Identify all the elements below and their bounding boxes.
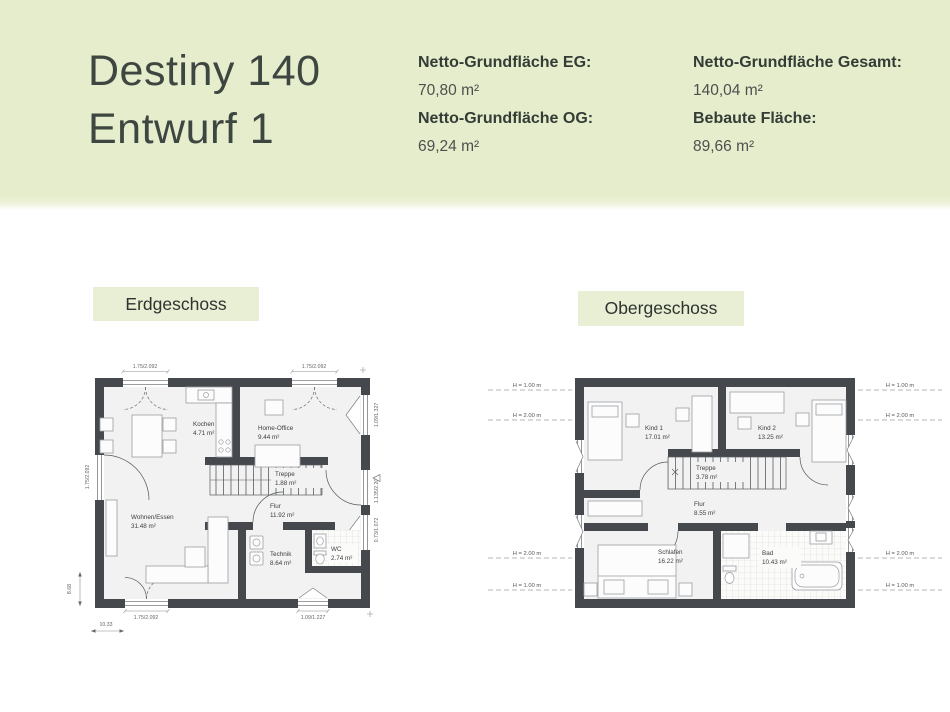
hmark-right-3: H = 2.00 m xyxy=(886,551,915,557)
room-label-schlafen: Schlafen xyxy=(658,549,683,556)
dim-eg-top-right: 1.75/2.092 xyxy=(302,364,327,370)
room-area-flur-eg: 11.92 m² xyxy=(270,512,294,519)
room-label-treppe-og: Treppe xyxy=(696,465,716,472)
stats-column-right: Netto-Grundfläche Gesamt: 140,04 m² Beba… xyxy=(693,52,950,164)
eg-dimensions: 1.75/2.092 1.75/2.092 1.09/1.327 0.73/1.… xyxy=(67,364,381,633)
og-room-labels: Kind 1 17.01 m² Kind 2 13.25 m² Treppe 3… xyxy=(645,425,801,568)
dim-eg-right-mid: 1.135/2.20 xyxy=(374,479,380,504)
room-label-bad: Bad xyxy=(762,550,774,557)
room-label-treppe-eg: Treppe xyxy=(275,471,295,478)
page-title-line1: Destiny 140 xyxy=(88,47,321,95)
room-area-kochen: 4.71 m² xyxy=(193,430,214,437)
dim-eg-bottom-door: 1.75/2.092 xyxy=(134,615,159,621)
dim-eg-left: 1.75/2.092 xyxy=(85,465,91,490)
room-area-home-office: 9.44 m² xyxy=(258,434,279,441)
eg-stairs xyxy=(209,464,323,496)
room-label-kind2: Kind 2 xyxy=(758,425,776,432)
dim-eg-top-left: 1.75/2.092 xyxy=(133,364,158,370)
room-area-wohnen-essen: 31.48 m² xyxy=(131,523,156,530)
stat-value-og: 69,24 m² xyxy=(418,138,480,155)
header-band: Destiny 140 Entwurf 1 Netto-Grundfläche … xyxy=(0,0,950,210)
room-label-kind1: Kind 1 xyxy=(645,425,663,432)
room-area-treppe-eg: 1.88 m² xyxy=(275,480,296,487)
room-label-technik: Technik xyxy=(270,551,292,558)
stats-column-left: Netto-Grundfläche EG: 70,80 m² Netto-Gru… xyxy=(418,52,688,164)
floor-tag-erdgeschoss-label: Erdgeschoss xyxy=(125,293,227,314)
room-area-treppe-og: 3.78 m² xyxy=(696,474,717,481)
room-area-wc: 2.74 m² xyxy=(331,555,352,562)
room-area-kind1: 17.01 m² xyxy=(645,434,670,441)
room-area-bad: 10.43 m² xyxy=(762,559,787,566)
dim-eg-total-height: 8.68 xyxy=(67,584,73,594)
hmark-left-4: H = 1.00 m xyxy=(513,583,542,589)
floor-tag-obergeschoss: Obergeschoss xyxy=(578,291,744,326)
hmark-right-1: H = 1.00 m xyxy=(886,383,915,389)
dim-eg-total-width: 10.33 xyxy=(100,622,113,628)
room-area-kind2: 13.25 m² xyxy=(758,434,783,441)
dim-eg-right-bottom: 0.73/1.072 xyxy=(374,518,380,543)
obergeschoss-floorplan: H = 1.00 m H = 2.00 m H = 2.00 m H = 1.0… xyxy=(488,378,942,608)
eg-room-labels: Kochen 4.71 m² Home-Office 9.44 m² Trepp… xyxy=(131,421,358,567)
og-furniture xyxy=(583,391,847,599)
hmark-left-2: H = 2.00 m xyxy=(513,413,542,419)
stat-value-bebaut: 89,66 m² xyxy=(693,138,755,155)
room-label-flur-eg: Flur xyxy=(270,503,281,510)
erdgeschoss-floorplan: Kochen 4.71 m² Home-Office 9.44 m² Trepp… xyxy=(67,364,381,633)
room-area-schlafen: 16.22 m² xyxy=(658,558,683,565)
hmark-left-1: H = 1.00 m xyxy=(513,383,542,389)
room-label-home-office: Home-Office xyxy=(258,425,294,432)
hmark-right-4: H = 1.00 m xyxy=(886,583,915,589)
eg-window-openings xyxy=(95,378,370,608)
page-title: Destiny 140 Entwurf 1 xyxy=(88,42,321,158)
dim-eg-bottom-window: 1.09/1.227 xyxy=(301,615,326,621)
room-label-wohnen-essen: Wohnen/Essen xyxy=(131,514,174,521)
room-label-kochen: Kochen xyxy=(193,421,215,428)
og-stairs xyxy=(667,456,787,490)
stat-label-og: Netto-Grundfläche OG: xyxy=(418,110,594,127)
og-height-labels: H = 1.00 m H = 2.00 m H = 2.00 m H = 1.0… xyxy=(513,383,915,589)
room-area-technik: 8.64 m² xyxy=(270,560,291,567)
stat-label-eg: Netto-Grundfläche EG: xyxy=(418,54,592,71)
eg-furniture xyxy=(99,386,327,584)
stat-label-bebaut: Bebaute Fläche: xyxy=(693,110,817,127)
og-window-openings xyxy=(575,435,855,552)
floor-tag-erdgeschoss: Erdgeschoss xyxy=(93,287,259,321)
room-label-flur-og: Flur xyxy=(694,501,705,508)
hmark-left-3: H = 2.00 m xyxy=(513,551,542,557)
og-height-lines xyxy=(488,389,942,591)
hmark-right-2: H = 2.00 m xyxy=(886,413,915,419)
dim-eg-right-top: 1.09/1.327 xyxy=(374,403,380,428)
floor-tag-obergeschoss-label: Obergeschoss xyxy=(604,298,718,318)
stat-value-gesamt: 140,04 m² xyxy=(693,82,763,99)
stat-label-gesamt: Netto-Grundfläche Gesamt: xyxy=(693,54,902,71)
room-area-flur-og: 8.55 m² xyxy=(694,510,715,517)
page-title-line2: Entwurf 1 xyxy=(88,105,275,153)
stat-value-eg: 70,80 m² xyxy=(418,82,480,99)
room-label-wc: WC xyxy=(331,546,342,553)
